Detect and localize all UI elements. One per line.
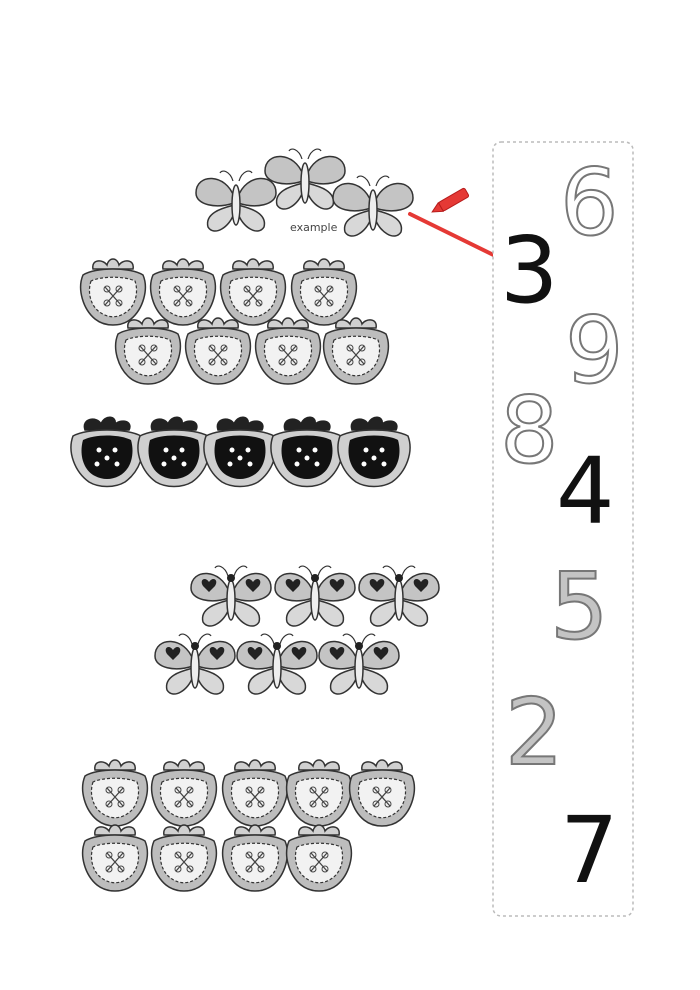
strawberry-icon xyxy=(79,258,147,326)
number-strip xyxy=(492,141,634,917)
butterfly-icon xyxy=(332,175,414,237)
ladybug-icon xyxy=(70,416,144,488)
number-list: 6 3 9 8 4 5 2 7 xyxy=(499,148,625,904)
ladybug-icon xyxy=(203,416,277,488)
row-ladybugs-5 xyxy=(70,416,411,488)
number-9[interactable]: 9 xyxy=(564,296,625,405)
strawberry-icon xyxy=(348,759,416,827)
strawberry-icon xyxy=(322,317,390,385)
number-5[interactable]: 5 xyxy=(549,552,610,661)
crayon-icon xyxy=(431,187,470,213)
strawberry-icon xyxy=(219,258,287,326)
number-6[interactable]: 6 xyxy=(559,148,620,257)
strawberry-icon xyxy=(81,824,149,892)
strawberry-icon xyxy=(150,759,218,827)
number-7[interactable]: 7 xyxy=(560,797,619,904)
strawberry-icon xyxy=(221,824,289,892)
strawberry-icon xyxy=(81,759,149,827)
butterfly-icon xyxy=(195,170,277,232)
strawberry-icon xyxy=(254,317,322,385)
row-strawberries-9 xyxy=(81,759,416,892)
strawberry-icon xyxy=(184,317,252,385)
butterfly-icon xyxy=(275,566,355,626)
butterfly-icon xyxy=(237,634,317,694)
strawberry-icon xyxy=(285,759,353,827)
strawberry-icon xyxy=(285,824,353,892)
example-label: example xyxy=(290,221,338,234)
butterfly-icon xyxy=(319,634,399,694)
strawberry-icon xyxy=(149,258,217,326)
butterfly-icon xyxy=(191,566,271,626)
row-strawberries-8 xyxy=(79,258,390,385)
butterfly-icon xyxy=(359,566,439,626)
strawberry-icon xyxy=(114,317,182,385)
number-8[interactable]: 8 xyxy=(499,376,560,485)
ladybug-icon xyxy=(137,416,211,488)
ladybug-icon xyxy=(337,416,411,488)
butterfly-icon xyxy=(155,634,235,694)
strawberry-icon xyxy=(150,824,218,892)
ladybug-icon xyxy=(270,416,344,488)
number-4[interactable]: 4 xyxy=(556,438,615,545)
example-group: example xyxy=(195,148,414,237)
number-3[interactable]: 3 xyxy=(500,217,559,324)
row-butterflies-6 xyxy=(155,566,439,694)
number-2[interactable]: 2 xyxy=(504,678,565,787)
strawberry-icon xyxy=(290,258,358,326)
strawberry-icon xyxy=(221,759,289,827)
